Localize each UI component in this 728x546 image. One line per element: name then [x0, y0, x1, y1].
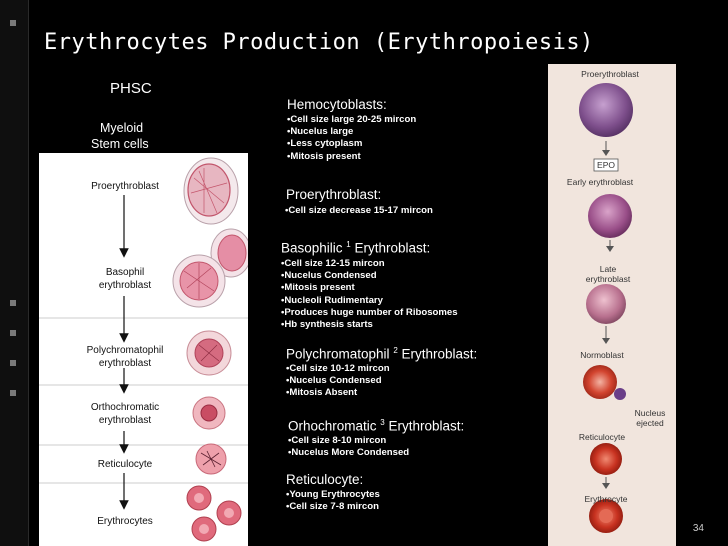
bullet-item: Nucelus Condensed — [286, 375, 390, 387]
bullet-item: Mitosis present — [287, 151, 416, 163]
rd-early-erythroblast-cell — [588, 194, 632, 238]
bullet-item: Nucelus large — [287, 126, 416, 138]
bullet-item: Hb synthesis starts — [281, 319, 458, 331]
ld-label-polychromatophil-2: erythroblast — [98, 358, 152, 369]
rd-reticulocyte-cell — [590, 443, 622, 475]
erythrocytes-cells — [186, 485, 242, 542]
stage-heading-proerythroblast: Proerythroblast: — [286, 187, 382, 202]
bar-square — [10, 330, 16, 336]
left-erythropoiesis-diagram: Proerythroblast Basophil erythroblast Po… — [39, 153, 248, 546]
stage-bullets-basophilic: Cell size 12-15 mircon Nucelus Condensed… — [281, 258, 458, 331]
bar-square — [10, 300, 16, 306]
stage-heading-polychromatophil: Polychromatophil 2 Erythroblast: — [286, 346, 478, 362]
bullet-item: Cell size 7-8 mircon — [286, 501, 380, 513]
ld-label-reticulocyte: Reticulocyte — [97, 459, 153, 470]
bullet-item: Nucelus More Condensed — [288, 447, 409, 459]
rd-label-nucleus: Nucleus — [634, 408, 666, 418]
stage-bullets-polychromatophil: Cell size 10-12 mircon Nucelus Condensed… — [286, 363, 390, 400]
epo-box — [593, 158, 619, 172]
ld-label-proerythroblast: Proerythroblast — [91, 181, 159, 192]
bullet-item: Cell size 10-12 mircon — [286, 363, 389, 375]
bullet-item: Cell size large 20-25 mircon — [287, 114, 416, 126]
ld-label-orthochromatic-2: erythroblast — [98, 415, 152, 426]
ld-label-basophil-2: erythroblast — [98, 280, 152, 291]
orthochromatic-cell — [192, 396, 226, 430]
bullet-item: Mitosis present — [281, 282, 458, 294]
bar-square — [10, 360, 16, 366]
bullet-item: Nucleoli Rudimentary — [281, 295, 458, 307]
rd-late-erythroblast-cell — [586, 284, 626, 324]
reticulocyte-cell — [195, 443, 227, 475]
bullet-item: Cell size 12-15 mircon — [281, 258, 458, 270]
basophil-cells — [172, 228, 248, 308]
stage-bullets-orthochromatic: Cell size 8-10 mircon Nucelus More Conde… — [288, 435, 409, 459]
stage-bullets-hemocytoblasts: Cell size large 20-25 mircon Nucelus lar… — [287, 114, 416, 163]
rd-ejected-nucleus — [614, 388, 626, 400]
bullet-item: Nucelus Condensed — [281, 270, 458, 282]
page-number: 34 — [692, 523, 704, 534]
ld-label-orthochromatic: Orthochromatic — [90, 402, 160, 413]
rd-label-late-2: erythroblast — [585, 274, 631, 284]
rd-proerythroblast-cell — [579, 83, 633, 137]
stage-heading-reticulocyte: Reticulocyte: — [286, 472, 364, 487]
rd-label-reticulocyte: Reticulocyte — [578, 432, 626, 442]
rd-label-proerythroblast: Proerythroblast — [581, 69, 639, 79]
rd-label-late: Late — [599, 264, 617, 274]
bullet-item: Cell size 8-10 mircon — [288, 435, 409, 447]
stage-heading-basophilic: Basophilic 1 Erythroblast: — [281, 240, 431, 256]
bar-square — [10, 390, 16, 396]
slide-title: Erythrocytes Production (Erythropoiesis) — [44, 30, 594, 55]
proerythroblast-cell — [183, 157, 239, 225]
stage-heading-orthochromatic: Orhochromatic 3 Erythroblast: — [288, 418, 465, 434]
polychromatophil-cell — [186, 330, 232, 376]
left-diagram-graphics — [39, 157, 248, 542]
bullet-item: Less cytoplasm — [287, 138, 416, 150]
rd-label-normoblast: Normoblast — [580, 350, 624, 360]
bullet-item: Young Erythrocytes — [286, 489, 379, 501]
ld-label-basophil: Basophil — [105, 267, 145, 278]
rd-label-epo: EPO — [597, 160, 615, 170]
ld-label-polychromatophil: Polychromatophil — [86, 345, 164, 356]
rd-label-ejected: ejected — [636, 418, 664, 428]
myeloid-label-line2: Stem cells — [91, 137, 149, 151]
bullet-item: Produces huge number of Ribosomes — [281, 307, 457, 319]
rd-normoblast-cell — [583, 365, 617, 399]
bullet-item: Mitosis Absent — [286, 387, 390, 399]
bar-square — [10, 20, 16, 26]
phsc-label: PHSC — [110, 80, 152, 97]
right-erythropoiesis-diagram: Proerythroblast EPO Early erythroblast L… — [548, 64, 676, 546]
rd-label-early-erythroblast: Early erythroblast — [566, 177, 634, 187]
bullet-item: Cell size decrease 15-17 mircon — [285, 205, 433, 217]
stage-heading-hemocytoblasts: Hemocytoblasts: — [287, 97, 387, 112]
stage-bullets-proerythroblast: Cell size decrease 15-17 mircon — [285, 205, 433, 217]
stage-bullets-reticulocyte: Young Erythrocytes Cell size 7-8 mircon — [286, 489, 380, 513]
ld-label-erythrocytes: Erythrocytes — [97, 516, 153, 527]
rd-label-erythrocyte: Erythrocyte — [584, 494, 628, 504]
myeloid-label-line1: Myeloid — [100, 121, 144, 135]
left-decorative-bar — [0, 0, 29, 546]
right-diagram-graphics — [579, 83, 633, 533]
